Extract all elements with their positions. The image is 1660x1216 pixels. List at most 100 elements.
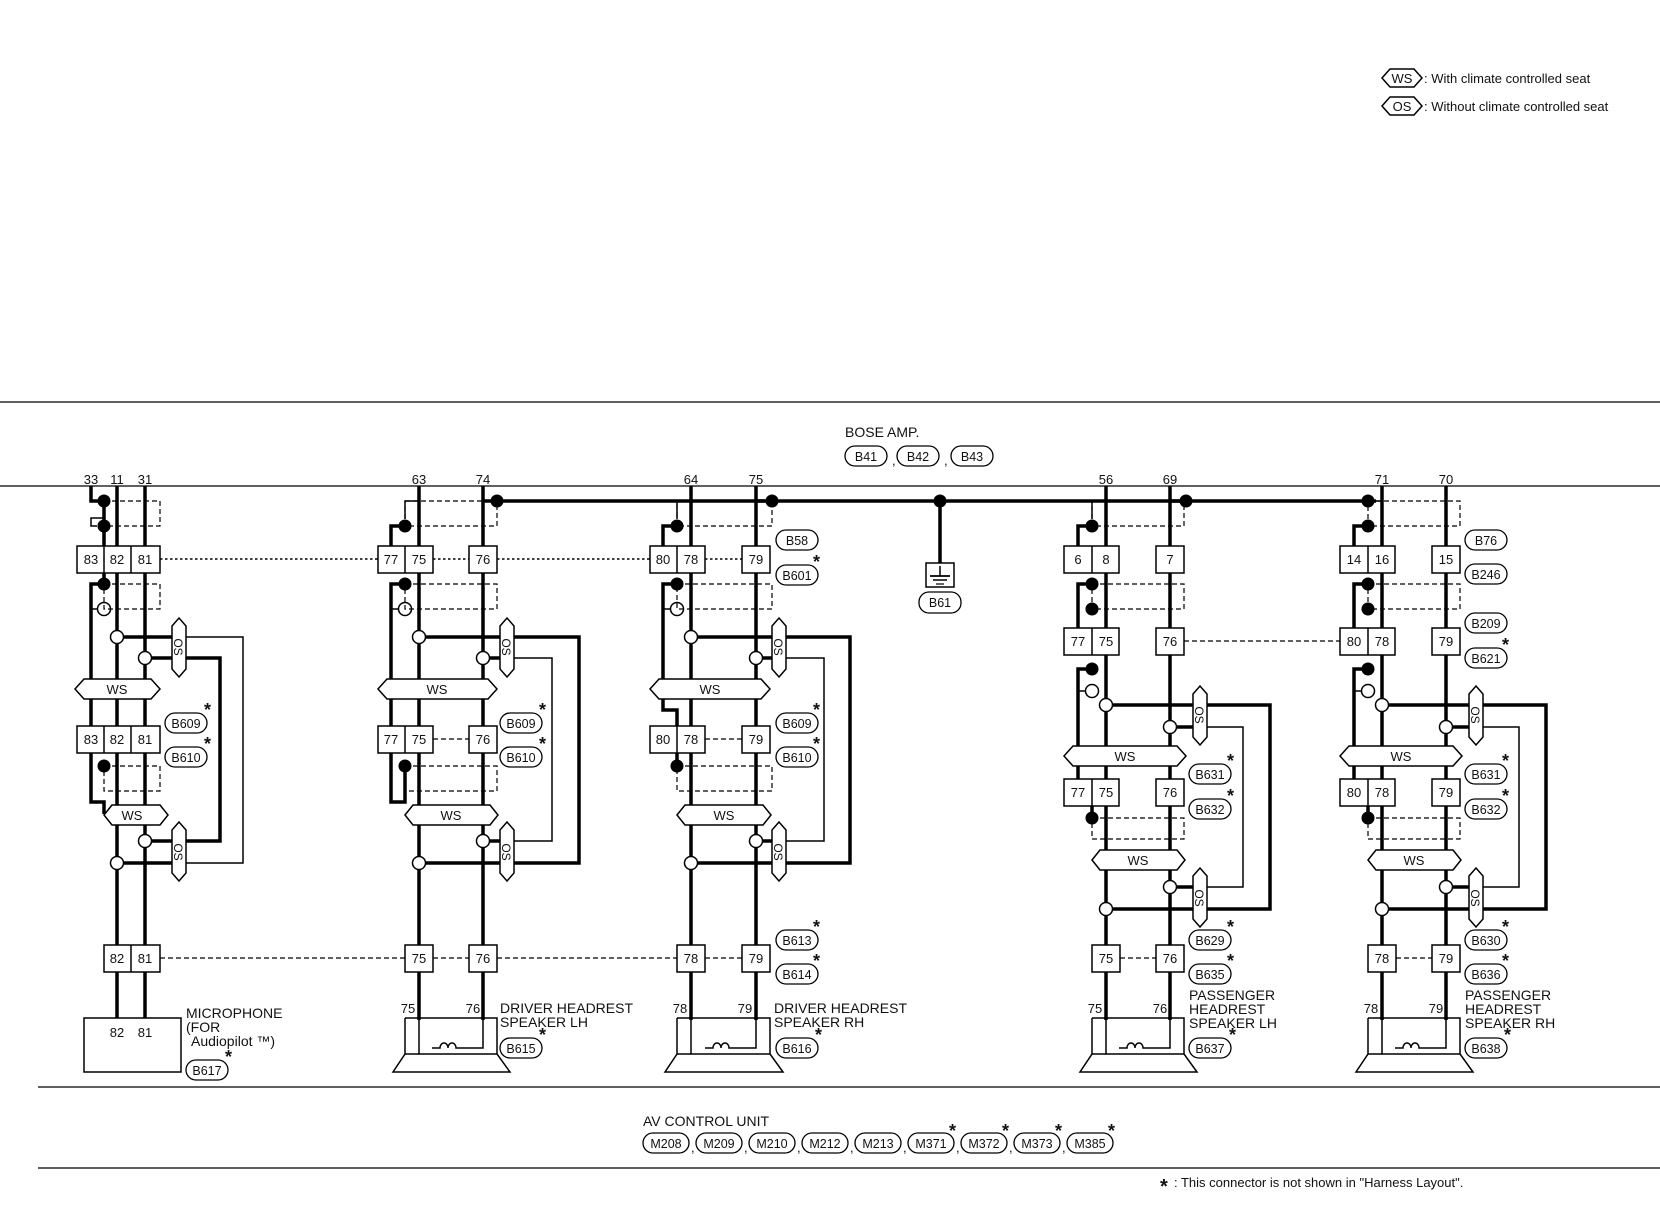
connector-label: B638 (1471, 1042, 1500, 1056)
pin-label: 81 (138, 552, 152, 567)
ws-hex: WS (427, 682, 448, 697)
pin-label: 7 (1166, 552, 1173, 567)
pin-label: 75 (1099, 951, 1113, 966)
av-connector-pill (960, 1132, 1008, 1154)
device-name: Audiopilot ™) (191, 1033, 275, 1049)
connector-label: B621 (1471, 652, 1500, 666)
bose-sep-2: , (944, 453, 948, 468)
g1-top-pins: 33 11 31 (84, 472, 152, 487)
star-mark: * (813, 552, 820, 572)
bose-amp: BOSE AMP. B41 , B42 , B43 (844, 424, 994, 468)
connector-label: B58 (786, 534, 808, 548)
connector-label: B629 (1195, 934, 1224, 948)
bose-sep-1: , (892, 453, 896, 468)
device-name: HEADREST (1189, 1001, 1266, 1017)
group-driver-lh: 63 74 OS OS WS WS (376, 472, 633, 1073)
pin-label: 75 (401, 1001, 415, 1016)
device-name: SPEAKER LH (500, 1014, 588, 1030)
bose-amp-title: BOSE AMP. (845, 424, 919, 440)
pin-label: 83 (84, 732, 98, 747)
star-mark: * (1502, 751, 1509, 771)
av-title: AV CONTROL UNIT (643, 1113, 769, 1129)
pin-label: 31 (138, 472, 152, 487)
speaker-icon: 78 79 (1354, 1001, 1475, 1073)
device-name: DRIVER HEADREST (774, 1000, 907, 1016)
av-connector-label: M209 (703, 1137, 734, 1151)
ws-hex: WS (1404, 853, 1425, 868)
ws-hex: WS (122, 808, 143, 823)
pin-label: 11 (110, 472, 124, 487)
device-name: PASSENGER (1189, 987, 1275, 1003)
pin-label: 78 (684, 951, 698, 966)
pin-label: 82 (110, 732, 124, 747)
star-mark: * (815, 1025, 822, 1045)
star-mark: * (813, 917, 820, 937)
star-mark: * (1502, 917, 1509, 937)
star-mark: * (949, 1121, 956, 1141)
pin-label: 70 (1439, 472, 1453, 487)
pin-label: 81 (138, 951, 152, 966)
speaker-icon: 75 76 (391, 1001, 512, 1073)
star-mark: * (539, 734, 546, 754)
ws-hex: WS (1115, 749, 1136, 764)
pin-label: 79 (749, 732, 763, 747)
pin-label: 63 (412, 472, 426, 487)
pin-label: 79 (1439, 785, 1453, 800)
connector-label: B614 (782, 968, 811, 982)
group-driver-rh: 64 75 OS OS WS WS 80 (648, 472, 907, 1073)
av-separator: , (797, 1140, 801, 1155)
pin-label: 76 (1163, 951, 1177, 966)
pin-label: 82 (110, 1025, 124, 1040)
connector-label: B609 (782, 717, 811, 731)
star-mark: * (1502, 951, 1509, 971)
pin-label: 16 (1375, 552, 1389, 567)
pin-label: 78 (684, 552, 698, 567)
star-mark: * (1502, 786, 1509, 806)
pin-label: 79 (1439, 951, 1453, 966)
star-mark: * (1227, 951, 1234, 971)
pin-label: 83 (84, 552, 98, 567)
pin-label: 76 (1163, 785, 1177, 800)
connector-label: B610 (506, 751, 535, 765)
microphone-device (83, 1017, 182, 1073)
os-hex: OS (771, 843, 785, 860)
connector-label: B610 (782, 751, 811, 765)
pin-label: 80 (1347, 634, 1361, 649)
star-mark: * (813, 734, 820, 754)
av-separator: , (850, 1140, 854, 1155)
pin-label: 78 (673, 1001, 687, 1016)
os-hex: OS (171, 843, 185, 860)
shield-bus: B61 (490, 494, 1376, 614)
star-mark: * (1502, 635, 1509, 655)
connector-label: B616 (782, 1042, 811, 1056)
pin-label: 69 (1163, 472, 1177, 487)
connector-label: B613 (782, 934, 811, 948)
os-hex: OS (1468, 706, 1482, 723)
legend-os-code: OS (1393, 99, 1412, 114)
pin-label: 74 (476, 472, 490, 487)
connector-label: B246 (1471, 568, 1500, 582)
pin-label: 71 (1375, 472, 1389, 487)
pin-label: 76 (476, 732, 490, 747)
connector-label: B632 (1471, 803, 1500, 817)
pin-label: 75 (412, 552, 426, 567)
pin-label: 6 (1074, 552, 1081, 567)
ws-hex: WS (1128, 853, 1149, 868)
device-name: (FOR (186, 1019, 220, 1035)
av-connector-label: M373 (1021, 1137, 1052, 1151)
av-connector-label: M208 (650, 1137, 681, 1151)
ws-hex: WS (714, 808, 735, 823)
av-separator: , (903, 1140, 907, 1155)
group-passenger-rh: 71 70 OS OS WS WS (1338, 472, 1555, 1073)
av-connector-pill (642, 1132, 690, 1154)
pin-label: 76 (476, 552, 490, 567)
connector-label: B617 (192, 1064, 221, 1078)
pin-label: 77 (384, 552, 398, 567)
connector-label: B615 (506, 1042, 535, 1056)
footnote-star: * (1160, 1176, 1168, 1198)
av-connector-pill (695, 1132, 743, 1154)
os-hex: OS (1192, 706, 1206, 723)
connector-label: B637 (1195, 1042, 1224, 1056)
av-connector-pill (854, 1132, 902, 1154)
